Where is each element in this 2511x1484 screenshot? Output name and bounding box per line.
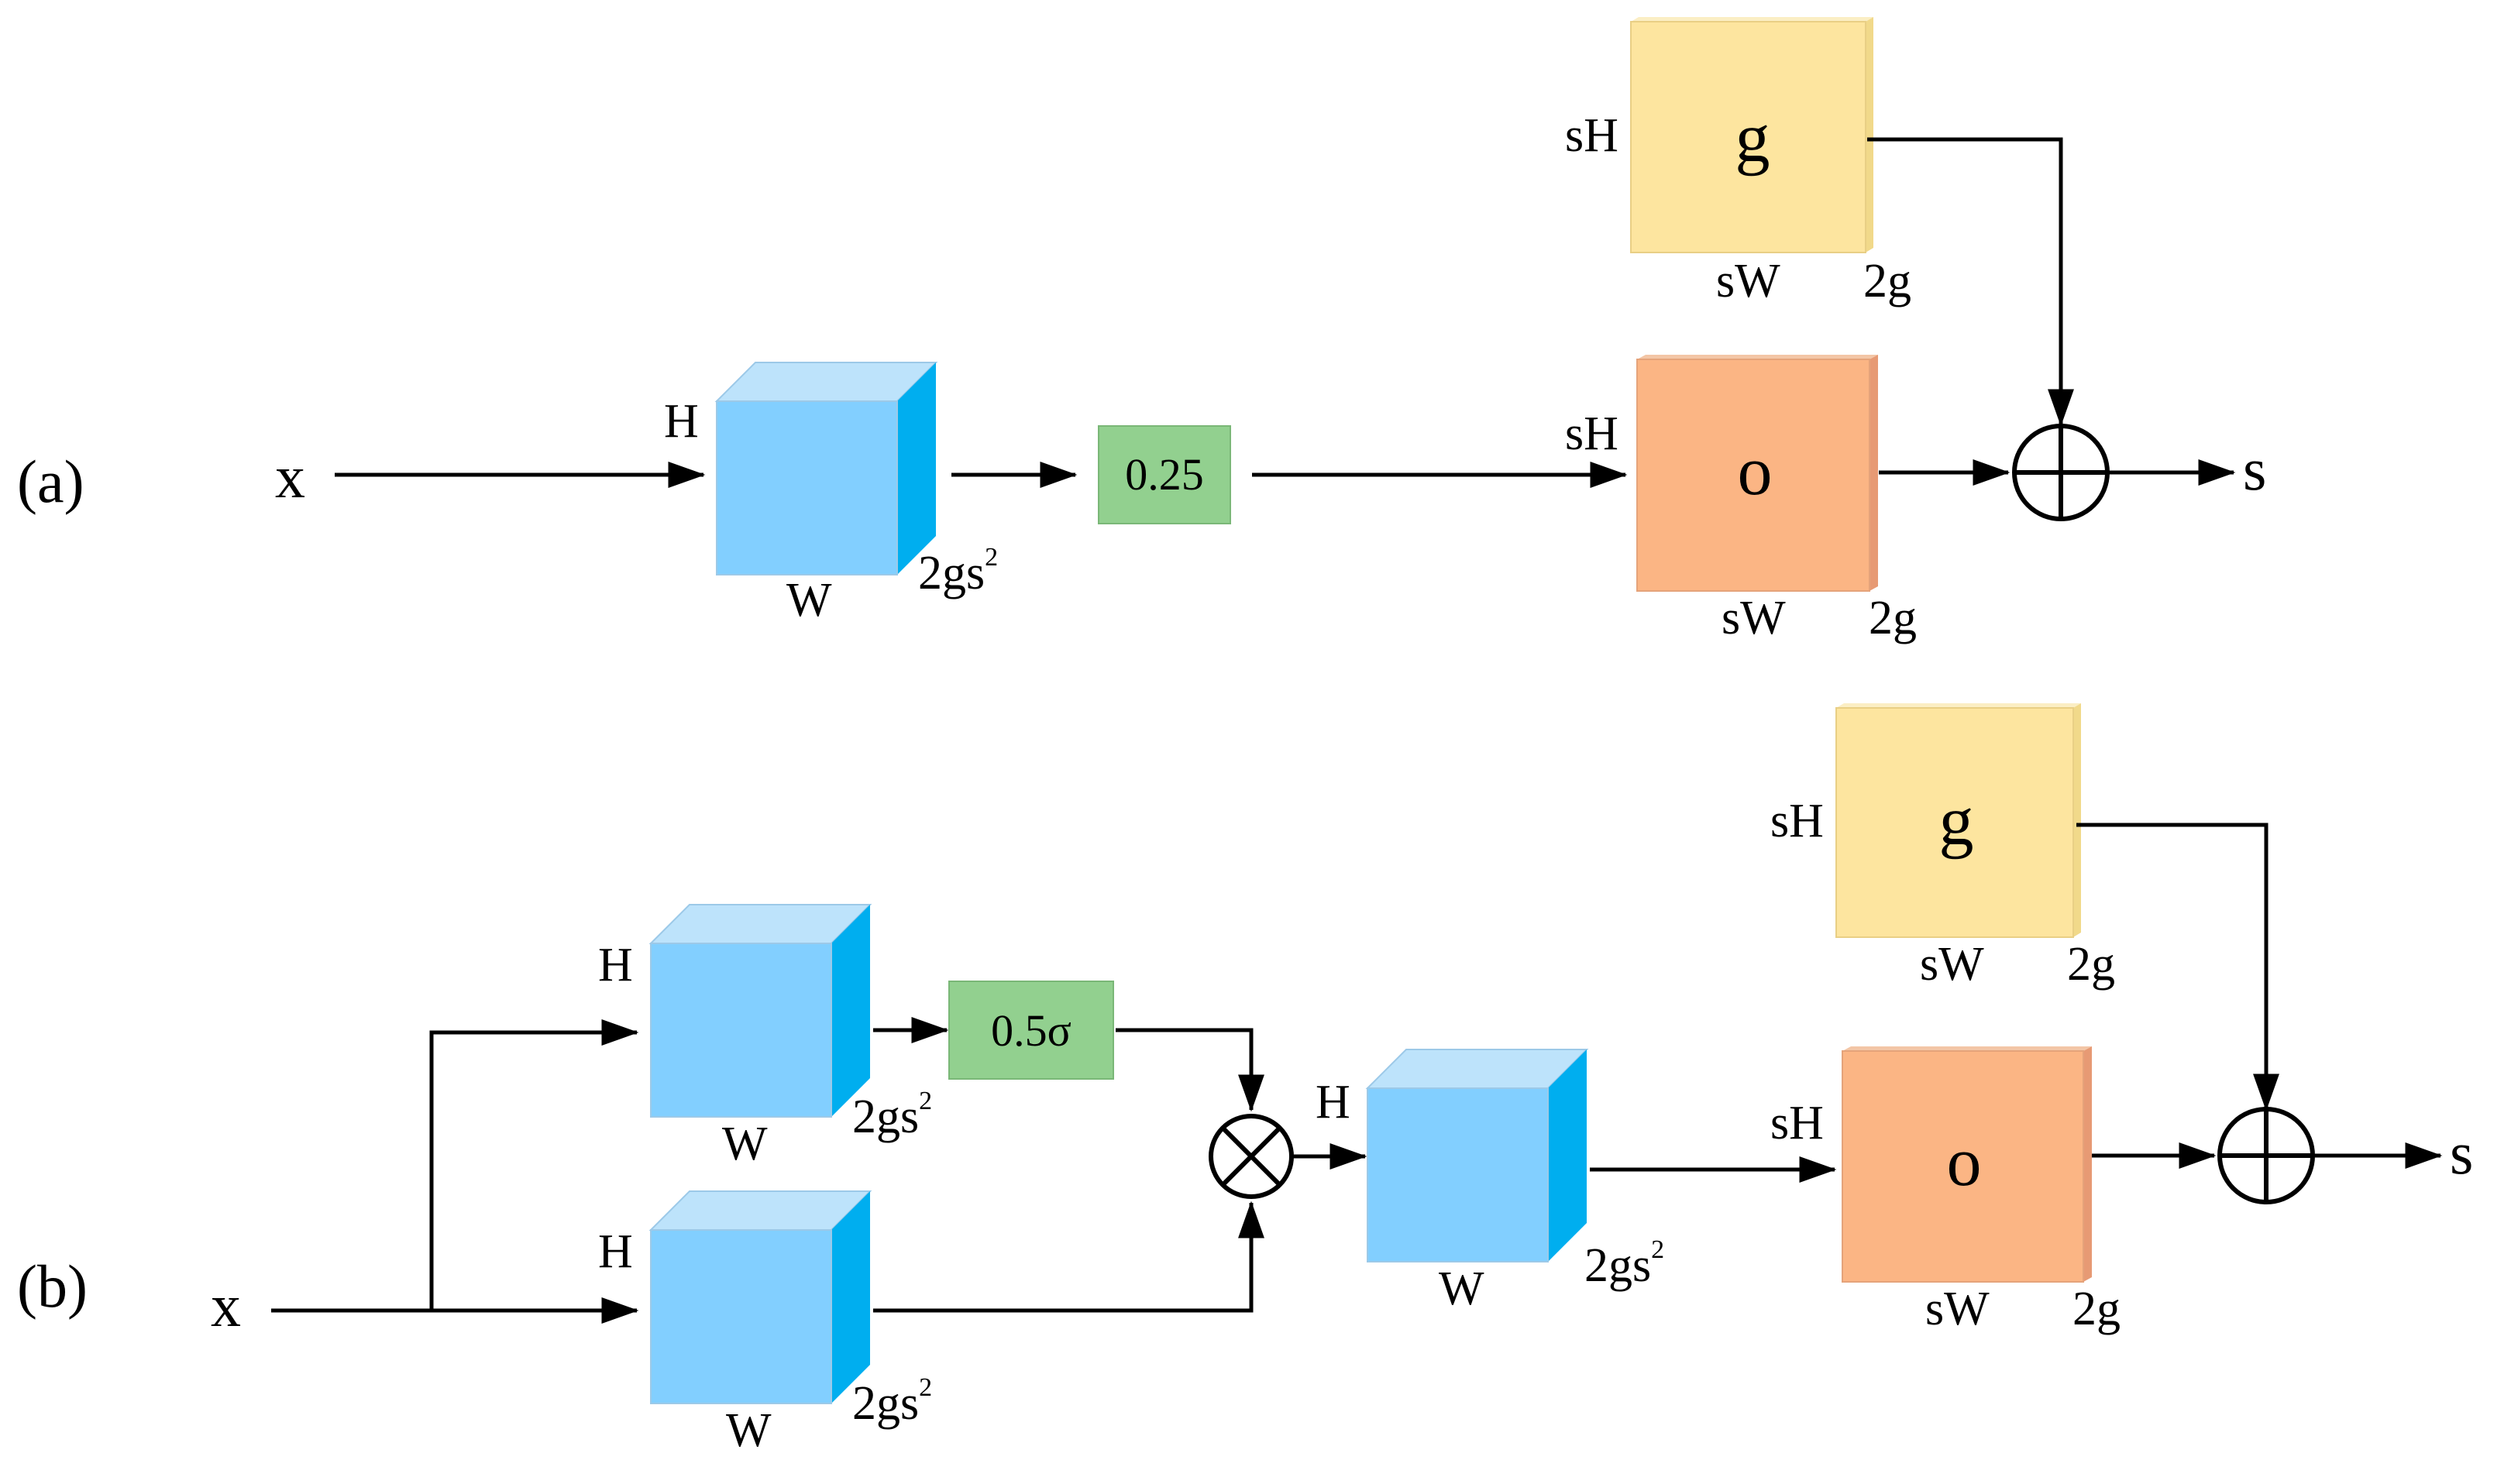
multiply-cross-b: [1220, 1125, 1282, 1187]
cube-side-face: [831, 1191, 870, 1403]
scale-b-label: 0.5σ: [991, 1005, 1071, 1056]
offset-box-side-edge: [2083, 1046, 2092, 1282]
offset-box-top-edge: [1842, 1046, 2092, 1051]
panel-a-input-x: x: [275, 443, 305, 510]
conv-cube-b-bottom: [648, 1190, 872, 1404]
conv-b-top-width-label: W: [722, 1118, 768, 1170]
panel-b-label: (b): [17, 1252, 88, 1320]
grid-box-top-edge: [1836, 703, 2081, 708]
grid-a-channels-label: 2g: [1863, 255, 1911, 307]
offset-b-channels-label: 2g: [2072, 1283, 2121, 1335]
sum-node-b: [2217, 1107, 2315, 1204]
cube-front-face: [650, 943, 832, 1118]
arrow-grid-to-sum: [1867, 137, 2074, 427]
panel-b-output-s: s: [2450, 1119, 2473, 1187]
grid-box-b: [1835, 703, 2081, 938]
cube-side-face: [897, 362, 936, 575]
grid-b-channels-label: 2g: [2067, 938, 2115, 991]
grid-box-top-edge: [1631, 17, 1873, 22]
arrow-conv-bottom-to-multiply: [873, 1201, 1264, 1313]
conv-a-width-label: W: [786, 574, 832, 627]
conv-a-channels-label: 2gs2: [918, 543, 998, 599]
offset-box-a: [1636, 355, 1878, 592]
conv-b-top-height-label: H: [598, 939, 633, 991]
cube-side-face: [1548, 1049, 1587, 1262]
conv-b-bottom-channels-label: 2gs2: [852, 1373, 932, 1430]
offset-box-b: [1842, 1046, 2092, 1283]
sum-node-a: [2012, 424, 2110, 521]
conv-a-height-label: H: [664, 395, 699, 448]
conv-b-mid-width-label: W: [1439, 1262, 1484, 1315]
scale-box-a: [1098, 425, 1231, 524]
offset-a-height-label: sH: [1565, 407, 1618, 460]
grid-box-front: [1835, 707, 2074, 938]
grid-box-front: [1630, 21, 1866, 253]
grid-b-letter: g: [1939, 783, 1974, 860]
offset-a-letter: o: [1738, 433, 1773, 510]
offset-box-front: [1636, 359, 1870, 592]
grid-a-letter: g: [1735, 100, 1770, 177]
panel-b: (b) x H W 2gs2 H W 2gs2 0.5σ: [17, 703, 2473, 1457]
panel-a-output-s: s: [2243, 435, 2266, 503]
offset-b-letter: o: [1947, 1124, 1982, 1201]
conv-b-mid-channels-label: 2gs2: [1584, 1235, 1664, 1292]
grid-box-side-edge: [2073, 703, 2081, 937]
conv-b-bottom-height-label: H: [598, 1225, 633, 1278]
grid-b-width-label: sW: [1920, 938, 1984, 991]
conv-cube-b-top: [648, 904, 872, 1118]
grid-b-height-label: sH: [1770, 795, 1824, 847]
grid-box-a: [1630, 17, 1873, 253]
conv-b-top-channels-label: 2gs2: [852, 1087, 932, 1143]
offset-b-width-label: sW: [1925, 1283, 1990, 1335]
conv-cube-b-mid: [1365, 1049, 1589, 1262]
offset-a-channels-label: 2g: [1869, 592, 1917, 644]
cube-front-face: [1367, 1087, 1549, 1262]
panel-b-input-x: x: [211, 1272, 241, 1339]
cube-front-face: [716, 400, 898, 575]
arrow-grid-b-to-sum: [2076, 823, 2279, 1111]
grid-box-side-edge: [1866, 17, 1873, 252]
conv-cube-a: [714, 362, 938, 575]
offset-box-front: [1842, 1050, 2084, 1283]
grid-a-height-label: sH: [1565, 109, 1618, 162]
conv-b-bottom-width-label: W: [726, 1404, 772, 1457]
arrow-x-to-conv-top: [429, 1019, 639, 1311]
multiply-node: [1209, 1114, 1294, 1199]
cube-side-face: [831, 905, 870, 1117]
scale-a-label: 0.25: [1125, 449, 1204, 500]
offset-b-height-label: sH: [1770, 1097, 1824, 1149]
offset-box-side-edge: [1869, 355, 1878, 591]
arrow-scale-to-multiply: [1116, 1028, 1264, 1112]
scale-box-b: [948, 981, 1114, 1080]
panel-a-label: (a): [17, 448, 84, 515]
grid-a-width-label: sW: [1716, 255, 1780, 307]
offset-box-top-edge: [1637, 355, 1878, 359]
panel-a: (a) x H W 2gs2 0.25 o sH sW 2g: [17, 17, 2266, 644]
offset-a-width-label: sW: [1722, 592, 1786, 644]
conv-b-mid-height-label: H: [1316, 1076, 1350, 1128]
cube-front-face: [650, 1229, 832, 1404]
